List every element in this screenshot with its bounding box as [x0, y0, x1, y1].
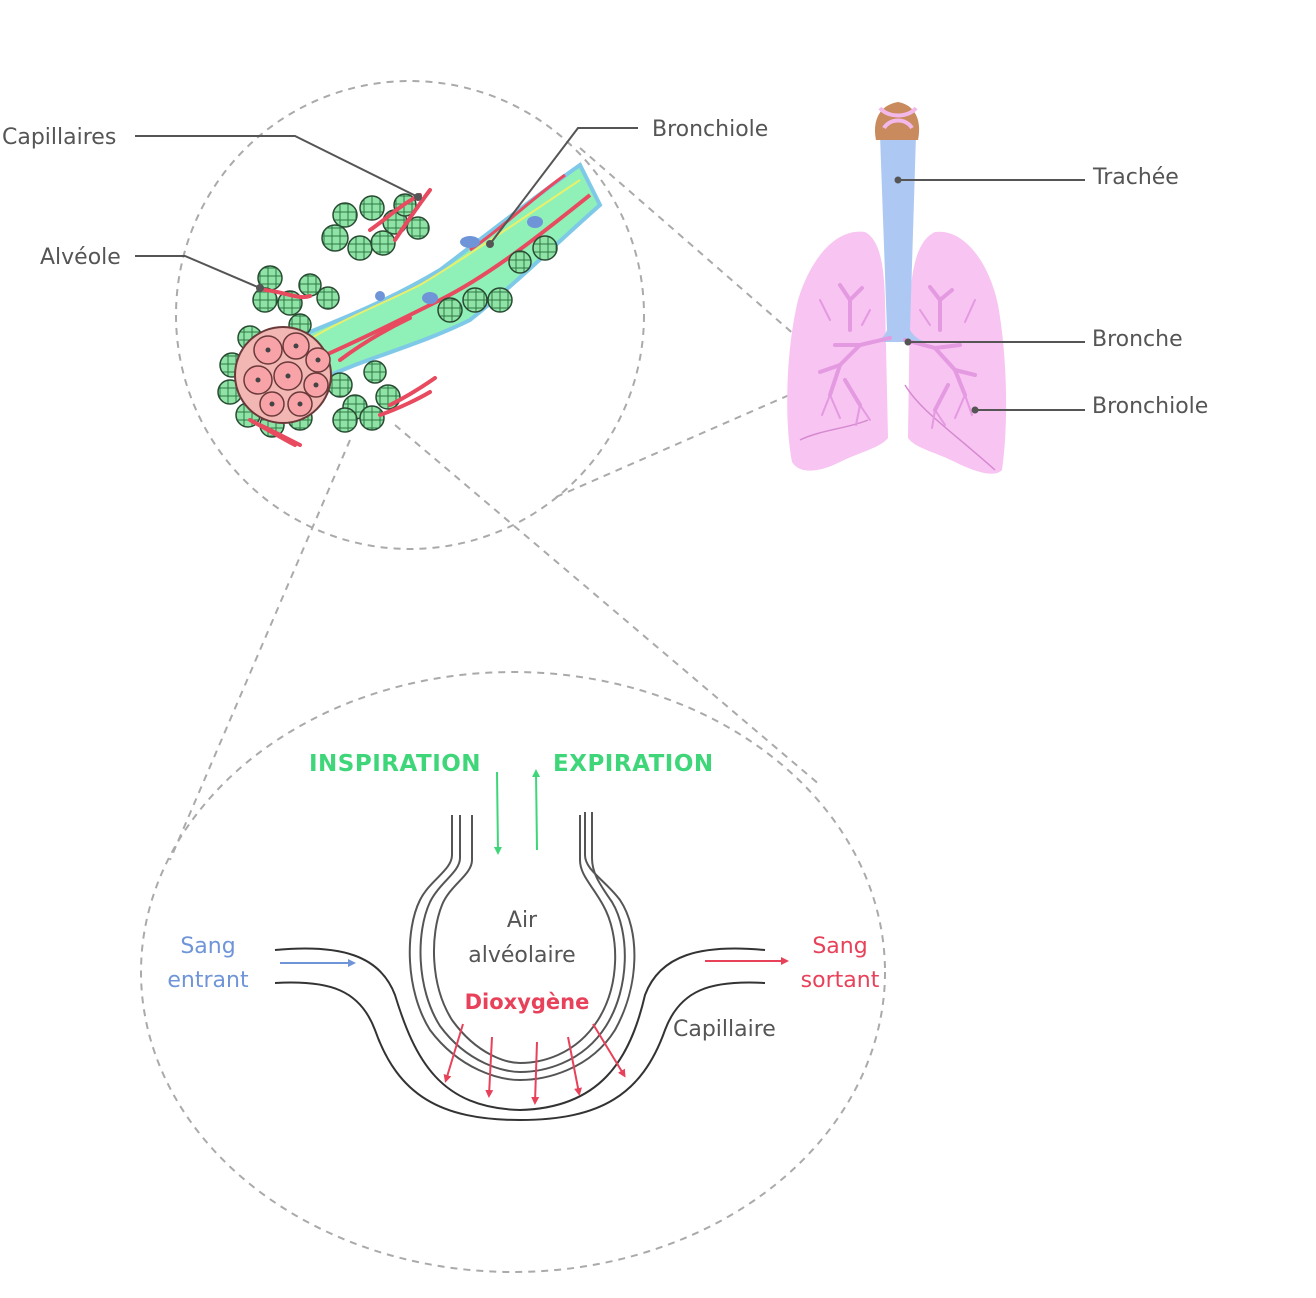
dioxygen-arrows: [443, 1023, 626, 1105]
label-sang-entrant-1: Sang: [180, 934, 235, 959]
label-alveolaire: alvéolaire: [468, 943, 575, 968]
zoom-circle: [175, 80, 645, 550]
label-trachee: Trachée: [1092, 165, 1179, 190]
expiration-arrow: [532, 769, 541, 851]
label-dioxygene: Dioxygène: [465, 990, 590, 1014]
label-air: Air: [507, 908, 538, 933]
lungs-leader-dots: [894, 176, 979, 414]
label-capillaires: Capillaires: [2, 125, 116, 150]
label-capillaire: Capillaire: [673, 1017, 776, 1042]
trachea: [875, 135, 925, 342]
label-bronchiole-zoom: Bronchiole: [652, 117, 768, 142]
lungs-illustration: [787, 102, 1007, 474]
label-sang-entrant-2: entrant: [167, 968, 249, 993]
label-sang-sortant-2: sortant: [801, 968, 880, 993]
inspiration-arrow: [493, 771, 502, 855]
left-lung: [787, 231, 888, 471]
zoom-leader-dots: [256, 193, 494, 292]
label-bronche: Bronche: [1092, 327, 1183, 352]
label-alveole: Alvéole: [40, 245, 121, 270]
exchange-detail: INSPIRATION EXPIRATION Air alvéolaire Di…: [140, 671, 886, 1273]
label-expiration: EXPIRATION: [553, 751, 714, 777]
label-bronchiole-lungs: Bronchiole: [1092, 394, 1208, 419]
capillary-tube: [274, 947, 766, 1122]
bronchial-tree: [818, 283, 977, 412]
lungs-leaders: [898, 179, 1085, 411]
label-sang-sortant-1: Sang: [812, 934, 867, 959]
alveolus-section: [234, 326, 332, 424]
label-inspiration: INSPIRATION: [309, 751, 481, 777]
alveolus-walls: [408, 812, 636, 1082]
zoom-leaders: [135, 127, 638, 289]
bronchiole-tube: [286, 162, 603, 383]
